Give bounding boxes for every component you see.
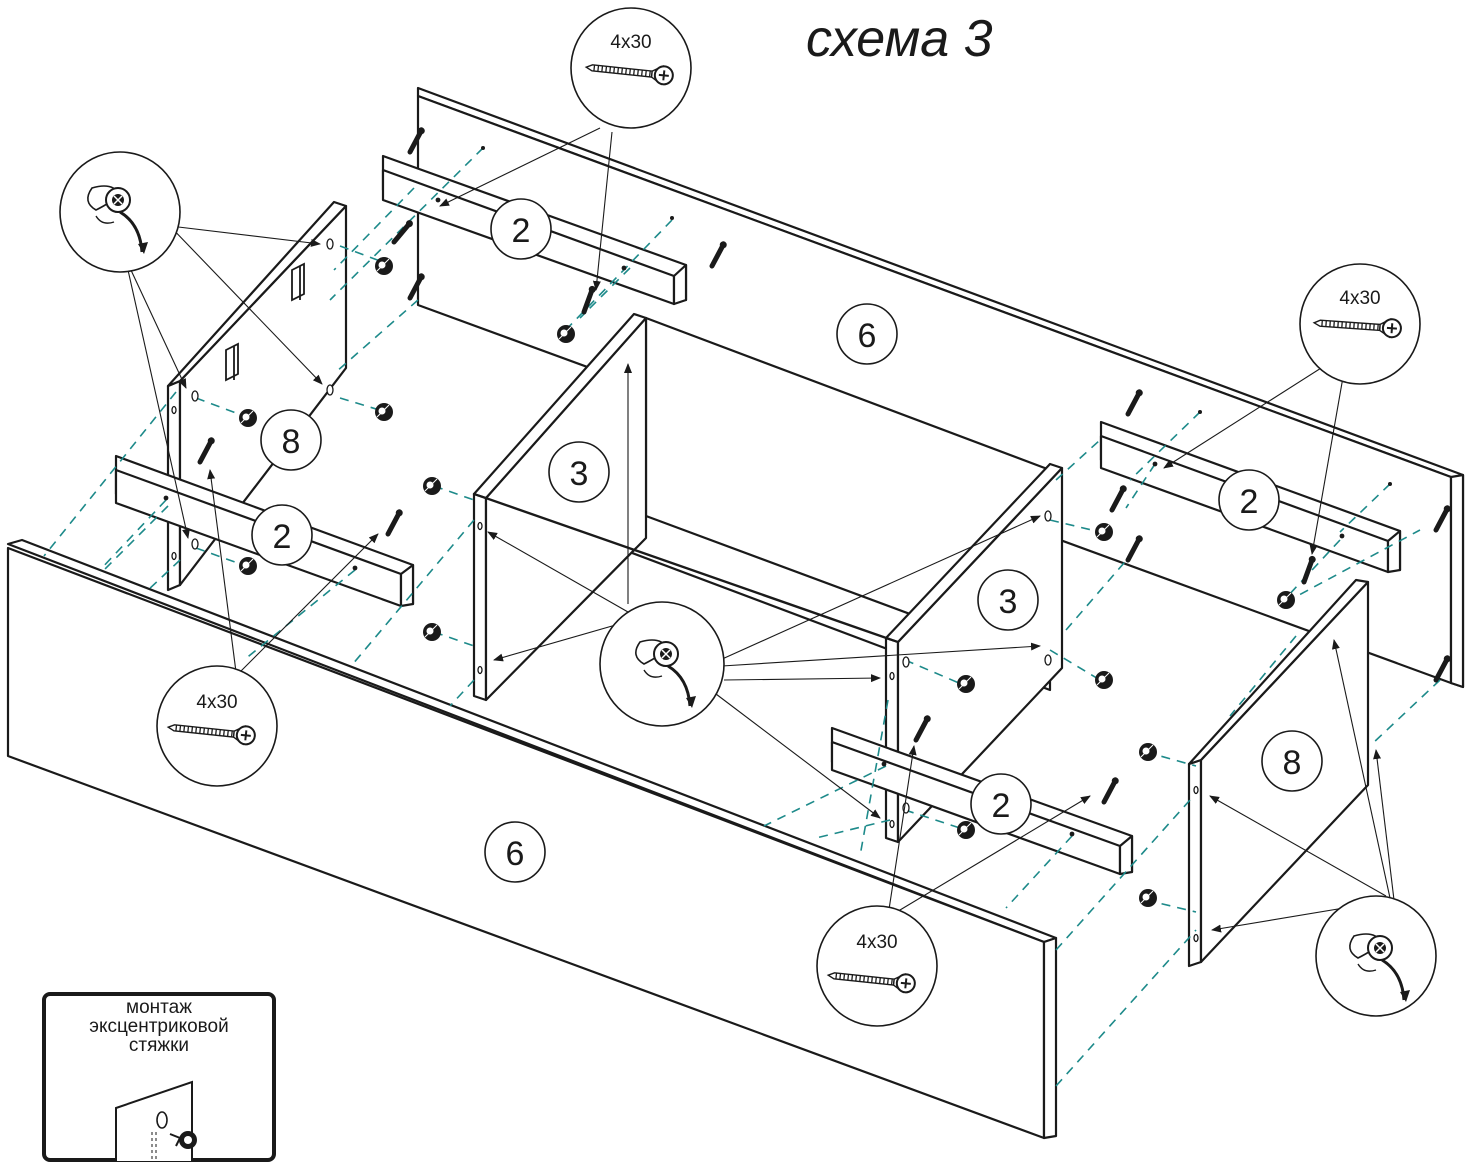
screw-callout-right: 4x30 bbox=[1299, 263, 1421, 385]
part-label-3-left: 3 bbox=[570, 455, 589, 493]
legend-illustration bbox=[115, 1080, 197, 1162]
part-label-8-right: 8 bbox=[1283, 744, 1302, 782]
camlock-callout-left bbox=[59, 151, 181, 273]
center-box bbox=[472, 312, 1064, 844]
screw-callout-top: 4x30 bbox=[570, 7, 692, 129]
screw-size-label: 4x30 bbox=[856, 932, 897, 953]
screw-callout-bottom: 4x30 bbox=[816, 905, 938, 1027]
part-label-2-front-right: 2 bbox=[992, 787, 1011, 825]
part-label-2-back-left: 2 bbox=[512, 212, 531, 250]
legend-line-3: стяжки bbox=[128, 1035, 190, 1056]
legend-line-2: эксцентриковой bbox=[89, 1016, 229, 1037]
screw-size-label: 4x30 bbox=[610, 32, 651, 53]
diagram-title: схема 3 bbox=[806, 10, 993, 68]
camlock-callout-right bbox=[1315, 895, 1437, 1017]
legend-cam-lock-install: монтаж эксцентриковой стяжки bbox=[42, 992, 276, 1162]
part-label-3-right: 3 bbox=[999, 583, 1018, 621]
part-label-8-left: 8 bbox=[282, 423, 301, 461]
pointer-lines bbox=[127, 127, 1395, 933]
part-labels: 6 6 3 3 8 8 2 2 2 2 bbox=[251, 198, 1323, 883]
part-label-2-front-left: 2 bbox=[273, 518, 292, 556]
camlock-callout-center bbox=[599, 601, 725, 727]
part-label-6-front: 6 bbox=[506, 835, 525, 873]
guide-lines bbox=[43, 147, 1441, 1087]
back-panel-6 bbox=[416, 86, 1465, 689]
part-label-6-back: 6 bbox=[858, 317, 877, 355]
screw-size-label: 4x30 bbox=[1339, 288, 1380, 309]
part-label-2-back-right: 2 bbox=[1240, 483, 1259, 521]
bracket-marks bbox=[225, 262, 305, 382]
legend-line-1: монтаж bbox=[126, 997, 192, 1018]
screw-size-label: 4x30 bbox=[196, 692, 237, 713]
screw-callout-left: 4x30 bbox=[156, 665, 278, 787]
